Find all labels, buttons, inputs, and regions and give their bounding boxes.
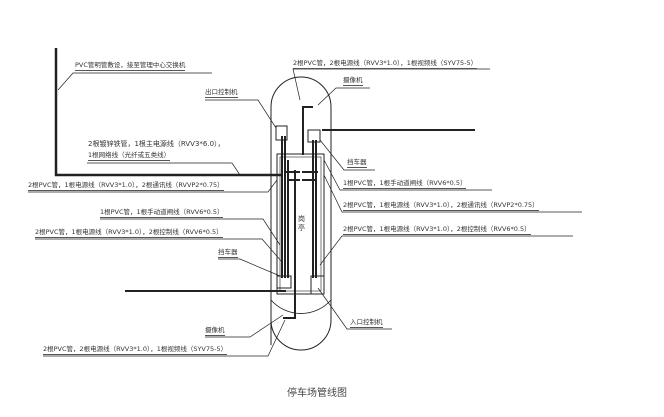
label-bottom-camera: 摄像机 [205,326,225,336]
label-main-pipe-line1: 2根镀锌铁管，1根主电源线（RVV3*6.0）， [88,140,225,148]
booth-label: 岗亭 [298,215,305,232]
label-top-camera-cable: 2根PVC管，2根电源线（RVV3*1.0），1根视频线（SYV75-5） [293,59,478,69]
label-left-manual: 1根PVC管，1根手动道闸线（RVV6*0.5） [100,208,224,218]
label-main-pipe-line2: 1根网络线（光纤或五类线） [88,151,171,161]
label-top-camera: 摄像机 [343,76,363,86]
label-right-barrier: 挡车器 [347,158,367,168]
label-right-manual: 1根PVC管，1根手动道闸线（RVV6*0.5） [343,179,467,189]
entry-controller-box [310,275,325,295]
label-bottom-camera-cable: 2根PVC管，2根电源线（RVV3*1.0），1根视频线（SYV75-5） [43,345,228,355]
label-entry-controller: 入口控制机 [350,318,383,328]
label-left-control: 2根PVC管，1根电源线（RVV3*1.0），2根控制线（RVV6*0.5） [35,228,223,238]
main-trunk-line [54,48,282,177]
label-exit-controller: 出口控制机 [205,88,238,98]
diagram-title: 停车场管线图 [287,388,347,399]
label-left-comm: 2根PVC管，1根电源线（RVV3*1.0），2根通讯线（RVVP2*0.75） [28,181,224,191]
label-left-barrier: 挡车器 [218,248,238,258]
label-pvc-to-center: PVC管明管敷设，接至管理中心交换机 [75,61,186,71]
booth-rect [276,153,325,295]
island-outline [270,76,332,351]
bottom-arc [270,299,332,314]
label-right-comm: 2根PVC管，1根电源线（RVV3*1.0），2根通讯线（RVVP2*0.75） [343,201,539,211]
label-right-control: 2根PVC管，1根电源线（RVV3*1.0），2根控制线（RVV6*0.5） [343,225,531,235]
